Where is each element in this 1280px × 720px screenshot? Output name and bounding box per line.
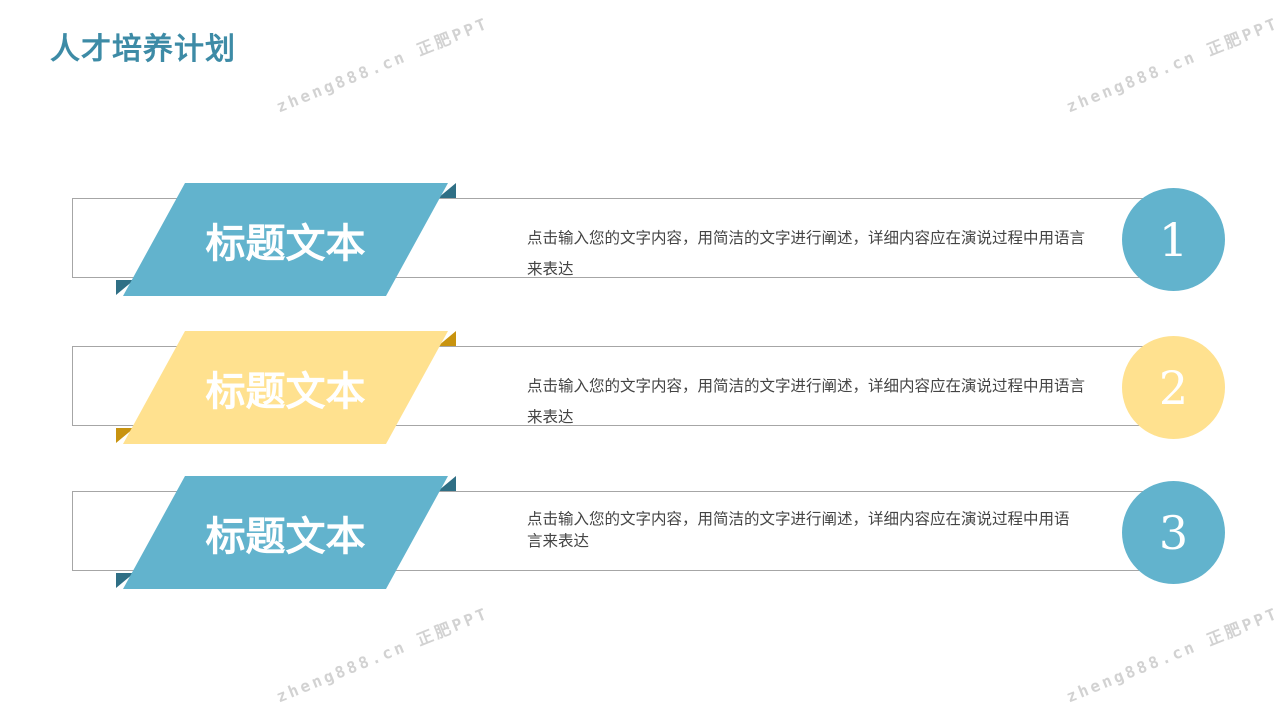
row-description: 点击输入您的文字内容，用简洁的文字进行阐述，详细内容应在演说过程中用语言来表达	[527, 229, 1086, 278]
number-badge: 1	[1122, 188, 1225, 291]
watermark-top-right: zheng888.cn 正肥PPT	[1063, 13, 1280, 117]
watermark-bottom-right: zheng888.cn 正肥PPT	[1063, 603, 1280, 707]
banner-title: 标题文本	[205, 220, 366, 267]
watermark-bottom-left: zheng888.cn 正肥PPT	[273, 603, 492, 707]
banner-title: 标题文本	[205, 513, 366, 560]
row-description: 点击输入您的文字内容，用简洁的文字进行阐述，详细内容应在演说过程中用语言来表达	[527, 377, 1086, 426]
title-banner	[123, 183, 448, 296]
number-badge: 3	[1122, 481, 1225, 584]
banner-title: 标题文本	[205, 368, 366, 415]
number-badge: 2	[1122, 336, 1225, 439]
item-row-3: 标题文本 点击输入您的文字内容，用简洁的文字进行阐述，详细内容应在演说过程中用语…	[0, 476, 1280, 596]
row-description: 点击输入您的文字内容，用简洁的文字进行阐述，详细内容应在演说过程中用语言来表达	[527, 510, 1070, 550]
title-banner	[123, 331, 448, 444]
page-title: 人才培养计划	[50, 32, 236, 67]
title-banner	[123, 476, 448, 589]
item-row-1: 标题文本 点击输入您的文字内容，用简洁的文字进行阐述，详细内容应在演说过程中用语…	[0, 183, 1280, 303]
item-row-2: 标题文本 点击输入您的文字内容，用简洁的文字进行阐述，详细内容应在演说过程中用语…	[0, 331, 1280, 451]
watermark-top-left: zheng888.cn 正肥PPT	[273, 13, 492, 117]
